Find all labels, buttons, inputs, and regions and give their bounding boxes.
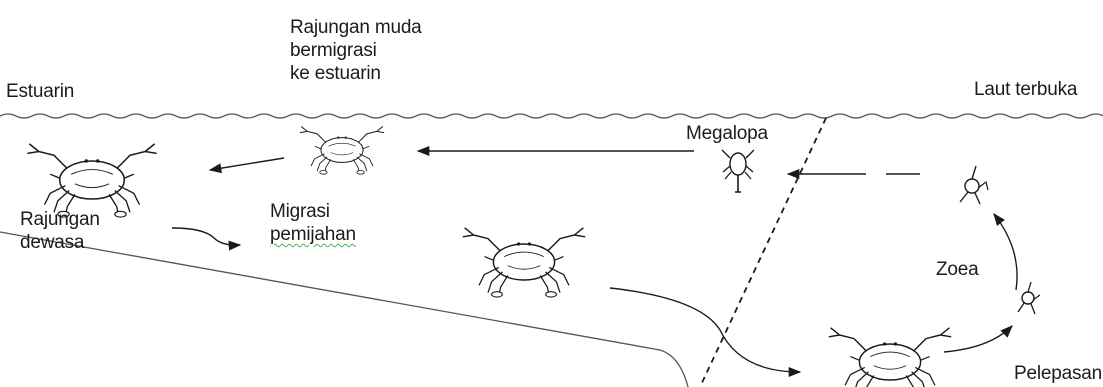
seabed-line — [0, 232, 688, 387]
zoea-larva-icon — [1018, 282, 1040, 314]
arrow-release-to-zoea — [944, 326, 1012, 352]
crab-icon — [829, 328, 951, 387]
arrow-adult-to-spawning-site — [610, 288, 800, 372]
crab-icon — [300, 126, 384, 174]
label-young-crab-migration: Rajungan muda bermigrasi ke estuarin — [290, 16, 422, 85]
label-line: dewasa — [20, 231, 100, 254]
label-line: bermigrasi — [290, 39, 422, 62]
label-adult-crab: Rajungan dewasa — [20, 208, 100, 254]
crab-icon — [27, 144, 156, 217]
arrow-zoea-up — [994, 214, 1017, 290]
label-line: pemijahan — [270, 223, 356, 246]
label-line: Rajungan muda — [290, 16, 422, 39]
water-surface-line — [0, 114, 1103, 118]
megalopa-larva-icon — [722, 150, 754, 192]
label-estuary: Estuarin — [6, 80, 74, 103]
label-release: Pelepasan — [1014, 362, 1102, 385]
label-open-sea: Laut terbuka — [974, 78, 1077, 101]
label-line: Rajungan — [20, 208, 100, 231]
label-line: ke estuarin — [290, 62, 422, 85]
arrow-spawning-migration — [172, 228, 240, 245]
label-line: Migrasi — [270, 200, 356, 223]
label-zoea: Zoea — [936, 258, 979, 281]
crab-icon — [463, 228, 585, 297]
arrow-young-to-adult — [210, 158, 284, 170]
boundary-dashed-line — [700, 118, 826, 387]
zoea-larva-icon — [960, 166, 988, 204]
label-megalopa: Megalopa — [686, 122, 768, 145]
label-spawning-migration: Migrasi pemijahan — [270, 200, 356, 246]
